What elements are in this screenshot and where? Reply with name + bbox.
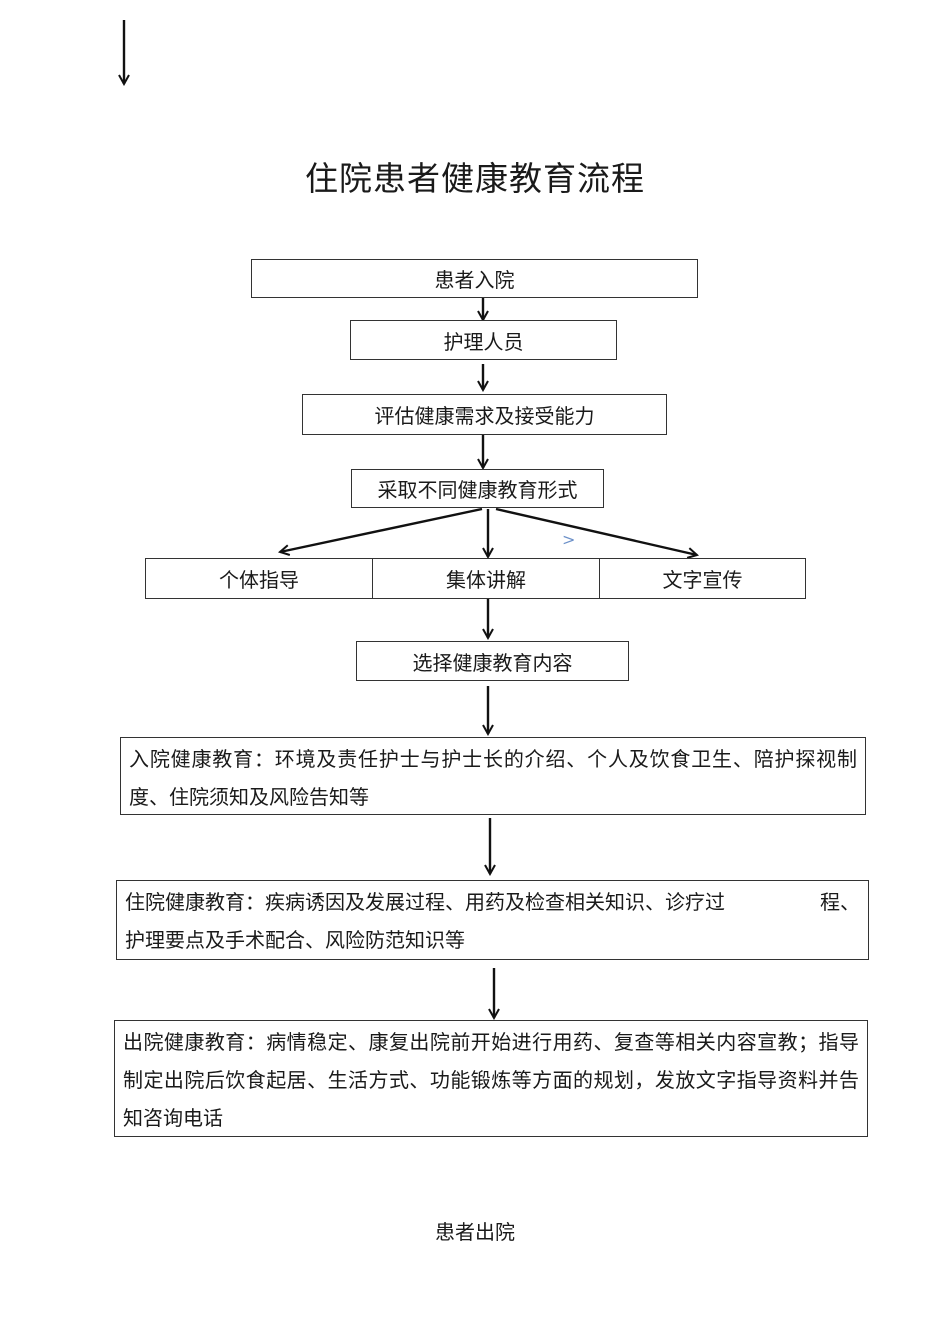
discharge-education-text: 出院健康教育：病情稳定、康复出院前开始进行用药、复查等相关内容宣教；指导制定出院… xyxy=(123,1030,859,1130)
inpatient-education-box: 住院健康教育：疾病诱因及发展过程、用药及检查相关知识、诊疗过 程、 护理要点及手… xyxy=(116,880,869,960)
stray-mark: > xyxy=(562,530,576,549)
step-discharge: 患者出院 xyxy=(435,1220,515,1244)
step-assess-label: 评估健康需求及接受能力 xyxy=(374,404,595,428)
admission-education-text: 入院健康教育：环境及责任护士与护士长的介绍、个人及饮食卫生、陪护探视制度、住院须… xyxy=(129,747,857,809)
page-title: 住院患者健康教育流程 xyxy=(305,159,645,198)
method-written: 文字宣传 xyxy=(600,559,805,598)
step-assess: 评估健康需求及接受能力 xyxy=(302,394,667,435)
admission-education-box: 入院健康教育：环境及责任护士与护士长的介绍、个人及饮食卫生、陪护探视制度、住院须… xyxy=(120,737,866,815)
step-content: 选择健康教育内容 xyxy=(356,641,629,681)
arrow-forms-written xyxy=(495,507,697,555)
discharge-education-box: 出院健康教育：病情稳定、康复出院前开始进行用药、复查等相关内容宣教；指导制定出院… xyxy=(114,1020,868,1137)
inpatient-education-text-2: 程、 xyxy=(820,890,860,914)
method-individual: 个体指导 xyxy=(146,559,373,598)
inpatient-education-text-3: 护理要点及手术配合、风险防范知识等 xyxy=(125,928,465,952)
method-individual-label: 个体指导 xyxy=(219,568,299,592)
step-admission-label: 患者入院 xyxy=(434,268,515,292)
step-nurse-label: 护理人员 xyxy=(443,329,524,354)
step-forms: 采取不同健康教育形式 xyxy=(351,469,604,508)
method-written-label: 文字宣传 xyxy=(662,568,743,592)
step-nurse: 护理人员 xyxy=(350,320,617,360)
method-group: 集体讲解 xyxy=(373,559,600,598)
step-content-label: 选择健康教育内容 xyxy=(412,650,573,675)
step-forms-label: 采取不同健康教育形式 xyxy=(377,478,578,502)
inpatient-education-text-1: 住院健康教育：疾病诱因及发展过程、用药及检查相关知识、诊疗过 xyxy=(125,890,725,914)
arrow-forms-individual xyxy=(280,507,483,552)
methods-row: 个体指导 集体讲解 文字宣传 xyxy=(145,558,806,599)
method-group-label: 集体讲解 xyxy=(446,568,526,592)
step-admission: 患者入院 xyxy=(251,259,698,298)
